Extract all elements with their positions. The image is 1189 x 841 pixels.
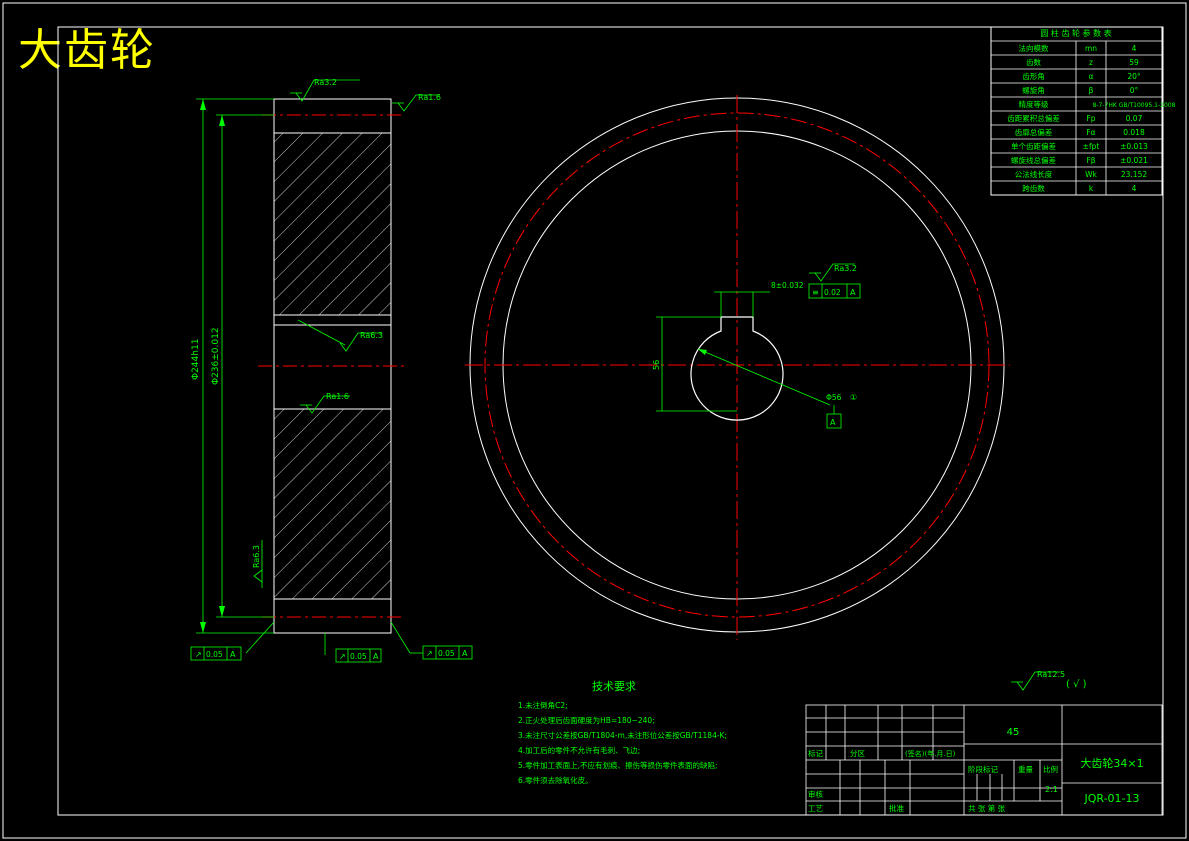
param-value: ±0.021 — [1120, 156, 1148, 165]
param-symbol: Fp — [1086, 114, 1095, 123]
label-sheets: 共 张 第 张 — [968, 803, 1006, 813]
param-name: 齿距累积总偏差 — [1007, 113, 1060, 123]
param-symbol: β — [1089, 86, 1094, 95]
hatch-lower — [273, 408, 392, 600]
tolerance-right: 0.05 — [438, 649, 455, 658]
param-name: 齿廓总偏差 — [1015, 127, 1053, 137]
technical-requirements: 技术要求 1.未注倒角C2; 2.正火处理后齿面硬度为HB=180~240; 3.未… — [518, 680, 727, 785]
param-value: 0° — [1130, 86, 1139, 95]
param-name: 齿形角 — [1022, 71, 1045, 81]
label-approve: 批准 — [889, 803, 904, 813]
tech-req-title: 技术要求 — [592, 680, 636, 693]
roughness-top-right: Ra1.6 — [418, 93, 441, 102]
roughness-left: Ra6.3 — [252, 545, 261, 568]
svg-text:↗: ↗ — [426, 649, 433, 658]
param-name: 螺旋角 — [1022, 85, 1045, 95]
label-stage: 阶段标记 — [968, 764, 998, 774]
keyway-roughness: Ra3.2 — [834, 264, 857, 273]
param-name: 法向模数 — [1019, 43, 1049, 53]
param-symbol: k — [1089, 184, 1094, 193]
tech-req-item: 4.加工后的零件不允许有毛刺、飞边; — [518, 745, 640, 755]
material: 45 — [1007, 727, 1020, 738]
tech-req-item: 5.零件加工表面上,不应有划痕、擦伤等损伤零件表面的缺陷; — [518, 760, 718, 770]
label-sign-date: (签名)(年.月.日) — [905, 749, 956, 758]
roughness-mid: Ra6.3 — [360, 331, 383, 340]
param-name: 精度等级 — [1019, 99, 1049, 109]
drawing-title: 大齿轮 — [18, 25, 156, 76]
param-symbol: Wk — [1085, 170, 1097, 179]
label-weight: 重量 — [1018, 765, 1034, 774]
tolerance-right-datum: A — [462, 649, 468, 658]
param-value: ±0.013 — [1120, 142, 1148, 151]
param-name: 齿数 — [1026, 57, 1042, 67]
bore-keyway — [690, 316, 784, 421]
param-name: 单个齿距偏差 — [1011, 141, 1056, 151]
hatch-upper — [273, 132, 392, 316]
drawing-number: JQR-01-13 — [1083, 792, 1139, 805]
part-name: 大齿轮34×1 — [1080, 756, 1143, 770]
front-view: 8±0.032 ≡ 0.02 A Ra3.2 56 Φ56 ① A — [465, 95, 1010, 640]
svg-text:≡: ≡ — [812, 288, 819, 297]
label-review: 审核 — [808, 789, 823, 799]
param-symbol: z — [1089, 58, 1093, 67]
param-symbol: α — [1089, 72, 1094, 81]
dim-pitch-diameter: Φ236±0.012 — [211, 327, 221, 385]
tolerance-mid: 0.05 — [350, 652, 367, 661]
param-value: 4 — [1132, 184, 1137, 193]
gear-parameter-table: 圆 柱 齿 轮 参 数 表 法向模数 mn 4 齿数 z 59 齿形角 α 20° 螺旋角 β 0° 精… — [990, 26, 1176, 196]
param-symbol: Fβ — [1086, 156, 1095, 165]
param-value: 8-7-7HK GB/T10095.1-2008 — [1093, 102, 1176, 109]
dim-outer-diameter: Φ244h11 — [191, 339, 201, 380]
title-block — [805, 704, 1163, 816]
param-value: 4 — [1132, 44, 1137, 53]
bore-diameter: Φ56 — [826, 393, 842, 402]
tolerance-mid-datum: A — [373, 652, 379, 661]
side-view: Φ244h11 Φ236±0.012 Ra3.2 Ra1.6 Ra6.3 Ra1… — [190, 78, 473, 663]
param-value: 0.018 — [1123, 128, 1145, 137]
bore-note: ① — [850, 393, 857, 402]
title-block-text: 45 大齿轮34×1 JQR-01-13 标记 分区 (签名)(年.月.日) 阶… — [808, 727, 1144, 813]
bore-datum: A — [830, 418, 836, 427]
tech-req-item: 6.零件须去除氧化皮。 — [518, 775, 593, 785]
roughness-lower: Ra1.6 — [326, 392, 349, 401]
label-zone: 分区 — [850, 749, 865, 758]
param-symbol: ±fpt — [1083, 142, 1100, 151]
param-name: 公法线长度 — [1015, 169, 1053, 179]
param-value: 59 — [1129, 58, 1139, 67]
tech-req-item: 3.未注尺寸公差按GB/T1804-m,未注形位公差按GB/T1184-K; — [518, 730, 727, 740]
svg-text:↗: ↗ — [339, 652, 346, 661]
param-name: 螺旋线总偏差 — [1011, 155, 1056, 165]
svg-text:↗: ↗ — [195, 650, 202, 659]
label-craft: 工艺 — [808, 804, 823, 813]
general-roughness-value: Ra12.5 — [1037, 670, 1065, 679]
tech-req-item: 2.正火处理后齿面硬度为HB=180~240; — [518, 715, 655, 725]
param-name: 跨齿数 — [1022, 183, 1045, 193]
tech-req-item: 1.未注倒角C2; — [518, 700, 568, 710]
general-roughness: Ra12.5 ( √ ) — [1011, 670, 1087, 691]
general-roughness-paren: ( √ ) — [1066, 679, 1087, 690]
keyway-datum: A — [850, 288, 856, 297]
param-value: 0.07 — [1126, 114, 1143, 123]
roughness-top-left: Ra3.2 — [314, 78, 337, 87]
label-scale: 比例 — [1043, 764, 1058, 774]
param-table-header: 圆 柱 齿 轮 参 数 表 — [1040, 28, 1111, 38]
tolerance-left: 0.05 — [206, 650, 223, 659]
tolerance-left-datum: A — [230, 650, 236, 659]
param-symbol: mn — [1085, 44, 1097, 53]
keyway-dim: 8±0.032 — [771, 281, 804, 290]
inner-frame — [57, 26, 1164, 816]
scale-value: 2:1 — [1045, 785, 1058, 794]
label-mark: 标记 — [808, 748, 823, 758]
param-value: 20° — [1127, 72, 1141, 81]
keyway-symmetry: 0.02 — [824, 288, 841, 297]
param-value: 23.152 — [1121, 170, 1147, 179]
bore-height-dim: 56 — [652, 360, 661, 370]
param-symbol: Fα — [1086, 128, 1095, 137]
